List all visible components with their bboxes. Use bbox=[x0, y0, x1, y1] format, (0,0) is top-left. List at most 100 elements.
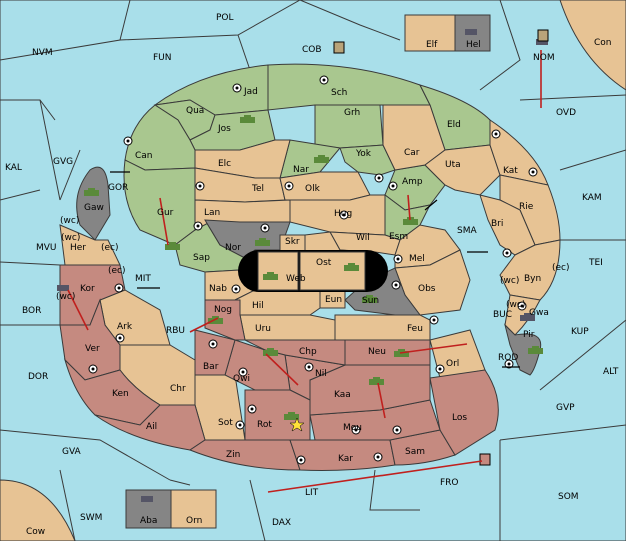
label-los: Los bbox=[452, 413, 467, 423]
label-coast: (ec) bbox=[108, 266, 126, 276]
label-pol: POL bbox=[216, 13, 234, 23]
passage-arrows bbox=[110, 171, 520, 368]
unit-tank-icon bbox=[255, 238, 270, 246]
label-lit: LIT bbox=[305, 488, 319, 498]
label-bri: Bri bbox=[491, 219, 503, 229]
label-coast: (wc) bbox=[500, 276, 519, 286]
label-gwa: Gwa bbox=[529, 308, 549, 318]
label-cob: COB bbox=[302, 45, 322, 55]
label-dor: DOR bbox=[28, 372, 48, 382]
label-kup: KUP bbox=[571, 327, 589, 337]
label-jad: Jad bbox=[243, 87, 258, 97]
label-bar: Bar bbox=[203, 362, 219, 372]
label-chr: Chr bbox=[170, 384, 186, 394]
province-can[interactable] bbox=[124, 104, 196, 171]
province-gaw[interactable] bbox=[76, 166, 111, 241]
label-aba: Aba bbox=[140, 516, 157, 526]
label-kat: Kat bbox=[503, 166, 518, 176]
label-sma: SMA bbox=[457, 226, 477, 236]
label-skr: Skr bbox=[285, 237, 300, 247]
unit-tank-icon bbox=[520, 313, 535, 321]
province-con[interactable] bbox=[559, 0, 626, 91]
label-pir: Pir bbox=[523, 330, 535, 340]
label-sap: Sap bbox=[193, 253, 210, 263]
label-buc: BUC bbox=[493, 310, 512, 320]
label-coast: (wc) bbox=[506, 300, 525, 310]
unit-tank-icon bbox=[240, 115, 255, 123]
label-rod: ROD bbox=[498, 353, 518, 363]
label-zin: Zin bbox=[226, 450, 240, 460]
province-elf[interactable] bbox=[404, 14, 456, 52]
label-gor: GOR bbox=[108, 183, 128, 193]
unit-ship-icon bbox=[57, 285, 69, 291]
province-sch[interactable] bbox=[267, 63, 431, 111]
label-sch: Sch bbox=[331, 88, 347, 98]
label-bor: BOR bbox=[22, 306, 41, 316]
unit-ship-icon bbox=[536, 39, 548, 45]
label-ail: Ail bbox=[146, 422, 157, 432]
label-qua: Qua bbox=[186, 106, 204, 116]
label-wil: Wil bbox=[356, 233, 370, 243]
label-nvm: NVM bbox=[32, 48, 53, 58]
province-feu[interactable] bbox=[334, 314, 431, 341]
label-kar: Kar bbox=[338, 454, 353, 464]
label-hug: Hug bbox=[334, 209, 352, 219]
label-coast: (wc) bbox=[61, 233, 80, 243]
label-olk: Olk bbox=[305, 184, 321, 194]
province-los[interactable] bbox=[429, 369, 499, 456]
province-neu[interactable] bbox=[344, 339, 431, 366]
label-elf: Elf bbox=[426, 40, 438, 50]
label-gur: Gur bbox=[157, 208, 174, 218]
label-orn: Orn bbox=[186, 516, 202, 526]
label-byn: Byn bbox=[524, 274, 541, 284]
unit-ship-icon bbox=[465, 29, 477, 35]
province-orn[interactable] bbox=[170, 489, 217, 529]
label-amp: Amp bbox=[402, 177, 423, 187]
label-gvg: GVG bbox=[53, 157, 73, 167]
unit-tank-icon bbox=[208, 316, 223, 324]
province-nog[interactable] bbox=[204, 299, 246, 341]
unit-box-icon bbox=[537, 29, 549, 42]
province-rot[interactable] bbox=[244, 389, 311, 441]
star-icon bbox=[289, 417, 305, 432]
label-yok: Yok bbox=[355, 149, 372, 159]
label-web: Web bbox=[286, 274, 306, 284]
label-nar: Nar bbox=[293, 165, 309, 175]
labels: POL NVM FUN COB Con Elf Hel NOM OVD KAL … bbox=[5, 13, 619, 537]
label-sun: Sun bbox=[362, 296, 379, 306]
label-jos: Jos bbox=[217, 124, 231, 134]
unit-tank-icon bbox=[369, 377, 384, 385]
label-nom: NOM bbox=[533, 53, 555, 63]
province-hug[interactable] bbox=[289, 194, 386, 236]
province-bar[interactable] bbox=[194, 329, 236, 376]
label-rot: Rot bbox=[257, 420, 272, 430]
province-zin[interactable] bbox=[188, 439, 301, 471]
label-sam: Sam bbox=[405, 447, 425, 457]
label-neu: Neu bbox=[368, 347, 386, 357]
label-her: Her bbox=[70, 243, 86, 253]
label-ost: Ost bbox=[316, 258, 332, 268]
unit-ship-icon bbox=[141, 496, 153, 502]
units bbox=[57, 29, 549, 502]
label-uru: Uru bbox=[255, 324, 271, 334]
label-qwi: Qwi bbox=[233, 374, 250, 384]
label-rie: Rie bbox=[519, 202, 534, 212]
label-eun: Eun bbox=[325, 295, 342, 305]
label-eld: Eld bbox=[447, 120, 461, 130]
province-chp[interactable] bbox=[244, 339, 346, 366]
label-obs: Obs bbox=[418, 284, 436, 294]
label-tei: TEI bbox=[588, 258, 603, 268]
label-mit: MIT bbox=[135, 274, 151, 284]
label-alt: ALT bbox=[603, 367, 619, 377]
province-ail[interactable] bbox=[94, 404, 206, 451]
label-ark: Ark bbox=[117, 322, 133, 332]
label-kaa: Kaa bbox=[334, 390, 351, 400]
label-con: Con bbox=[594, 38, 612, 48]
province-her[interactable] bbox=[59, 224, 121, 266]
label-nor: Nor bbox=[225, 243, 241, 253]
label-mel: Mel bbox=[409, 254, 425, 264]
label-kor: Kor bbox=[80, 284, 95, 294]
province-gur[interactable] bbox=[123, 159, 196, 246]
label-elc: Elc bbox=[218, 159, 231, 169]
